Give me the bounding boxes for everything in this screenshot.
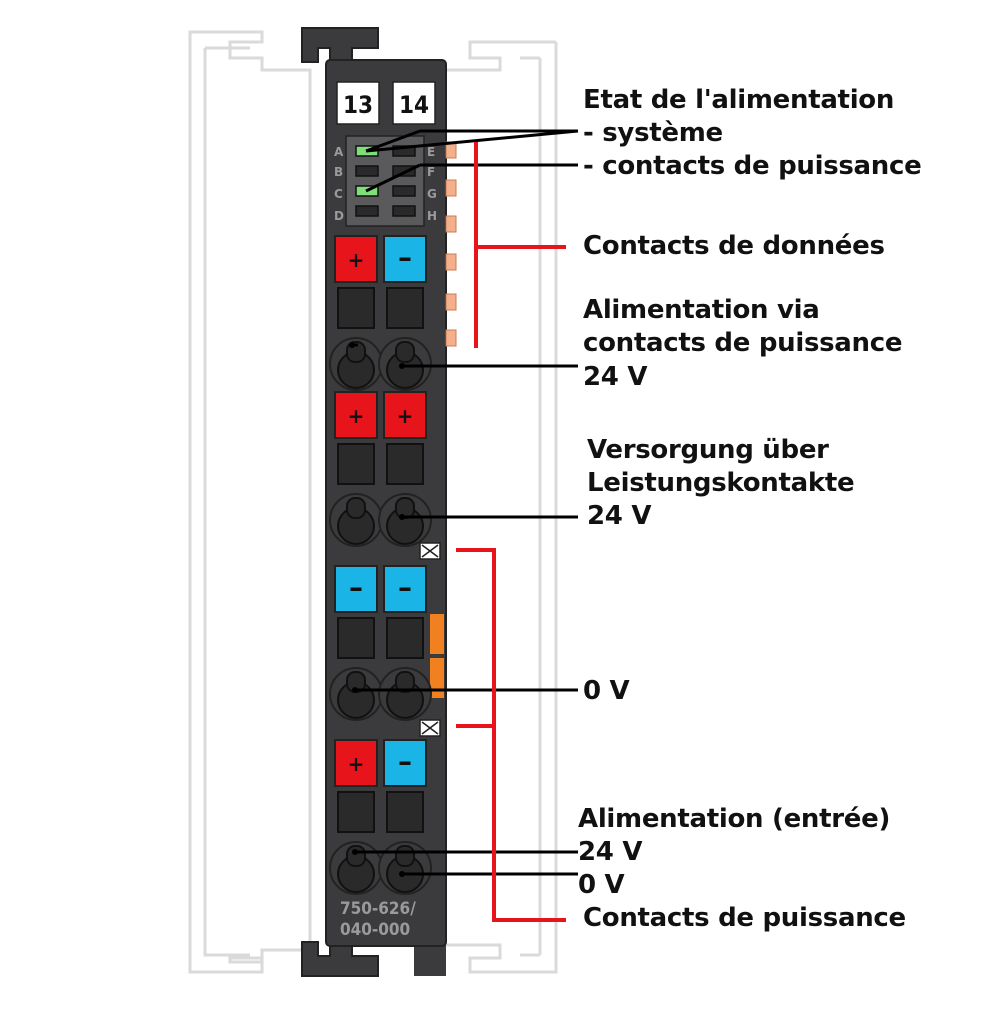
push-button-4-1[interactable] [334,739,378,787]
label-power-contacts: Contacts de puissance [583,903,906,933]
side-contacts [445,141,457,347]
wire-opening [386,791,424,833]
label-supply-via-3: 24 V [583,362,648,392]
push-button-2-1[interactable] [334,391,378,439]
wire-opening [337,617,375,659]
push-button-2-2[interactable] [383,391,427,439]
label-input-24v: 24 V [578,837,643,867]
led-letter-b: B [334,165,343,179]
bottom-latch [301,941,446,977]
clamp-slot [346,497,366,519]
wire-opening [386,617,424,659]
label-supply-via-2: contacts de puissance [583,328,903,358]
label-status-title: Etat de l'alimentation [583,85,895,115]
led-b [355,165,379,177]
push-button-1-2[interactable] [383,235,427,283]
led-f [392,165,416,177]
part-number-line-2: 040-000 [340,920,410,940]
wire-opening [337,287,375,329]
label-versorgung-1: Versorgung über [587,435,829,465]
slot-number-labels: 13 14 [336,81,436,125]
wire-opening [337,443,375,485]
red-callout-brackets [456,142,566,922]
terminal-polarity-1-1: + [348,248,365,272]
terminal-polarity-2-2: + [397,404,414,428]
led-panel: A B C D E F G H [334,135,437,227]
led-letter-c: C [334,187,343,201]
push-button-4-2[interactable] [383,739,427,787]
label-input-title: Alimentation (entrée) [578,804,891,834]
leader-lines [352,129,579,876]
label-versorgung-2: Leistungskontakte [587,468,855,498]
terminal-polarity-2-1: + [348,404,365,428]
terminal-polarity-3-1: – [349,571,363,604]
clamp-slot [346,845,366,867]
clamp-slot [395,341,415,363]
led-d [355,205,379,217]
slot-number-13: 13 [343,91,373,119]
terminal-polarity-4-1: + [348,752,365,776]
label-versorgung-3: 24 V [587,501,652,531]
label-status-power-contacts: - contacts de puissance [583,151,922,181]
led-letter-a: A [334,145,344,159]
terminal-row-1: +– [329,235,432,391]
led-letter-g: G [427,187,437,201]
led-h [392,205,416,217]
terminal-blocks: +–++––+– [329,235,432,895]
led-letter-d: D [334,209,344,223]
wire-opening [386,443,424,485]
label-input-0v: 0 V [578,870,625,900]
label-supply-via-1: Alimentation via [583,295,820,325]
led-letter-f: F [427,165,435,179]
power-jumper [430,614,444,698]
label-status-system: - système [583,118,723,148]
push-button-3-1[interactable] [334,565,378,613]
part-number-line-1: 750-626/ [340,899,416,919]
label-zero-v: 0 V [583,676,630,706]
led-letter-e: E [427,145,435,159]
terminal-polarity-3-2: – [398,571,412,604]
terminal-row-4: +– [329,739,432,895]
push-button-3-2[interactable] [383,565,427,613]
clamp-slot [395,671,415,693]
coupler-notches [419,542,441,737]
terminal-row-2: ++ [329,391,432,547]
push-button-1-1[interactable] [334,235,378,283]
led-g [392,185,416,197]
led-letter-h: H [427,209,437,223]
terminal-polarity-4-2: – [398,745,412,778]
clamp-slot [395,845,415,867]
clamp-slot [395,497,415,519]
slot-number-14: 14 [399,91,429,119]
label-data-contacts: Contacts de données [583,231,885,261]
wire-opening [337,791,375,833]
leader-dots [349,342,405,877]
terminal-polarity-1-2: – [398,241,412,274]
wire-opening [386,287,424,329]
